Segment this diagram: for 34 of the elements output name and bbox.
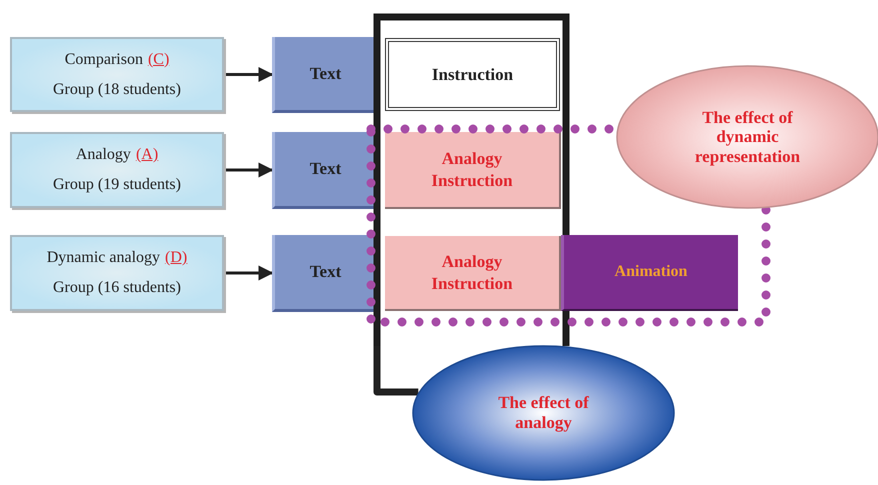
analogy-instruction-box — [385, 132, 561, 209]
group-size: Group (19 students) — [53, 176, 181, 194]
arrow — [224, 266, 274, 280]
group-code: (A) — [136, 146, 158, 163]
analogy-instruction-box — [385, 236, 561, 311]
instruction-box — [385, 38, 560, 111]
group-box — [10, 37, 224, 112]
group-name: Dynamic analogy — [46, 249, 160, 266]
animation-box — [561, 235, 738, 311]
box-label: Text — [310, 64, 342, 84]
group-box — [10, 132, 224, 208]
box-label: Text — [310, 262, 342, 282]
box-label: Analogy Instruction — [430, 148, 514, 191]
arrow — [224, 162, 274, 178]
box-label: Text — [310, 159, 342, 179]
text-box — [272, 132, 376, 209]
text-box — [272, 235, 376, 312]
group-box — [10, 235, 224, 311]
bracket-frame — [373, 13, 570, 346]
arrow — [224, 67, 274, 82]
effect-label: The effect of analogy — [497, 393, 590, 433]
effect-label: The effect of dynamic representation — [694, 108, 802, 166]
box-label: Animation — [614, 263, 688, 281]
box-label: Analogy Instruction — [430, 251, 514, 294]
group-code: (D) — [165, 249, 188, 266]
group-name: Analogy — [76, 146, 131, 163]
box-label: Instruction — [432, 64, 514, 84]
group-size: Group (16 students) — [53, 279, 181, 297]
effect-ellipse — [411, 344, 676, 482]
group-size: Group (18 students) — [53, 80, 181, 98]
group-name: Comparison — [64, 50, 143, 68]
connector-line — [374, 346, 418, 396]
group-code: (C) — [148, 50, 170, 68]
text-box — [272, 37, 376, 113]
